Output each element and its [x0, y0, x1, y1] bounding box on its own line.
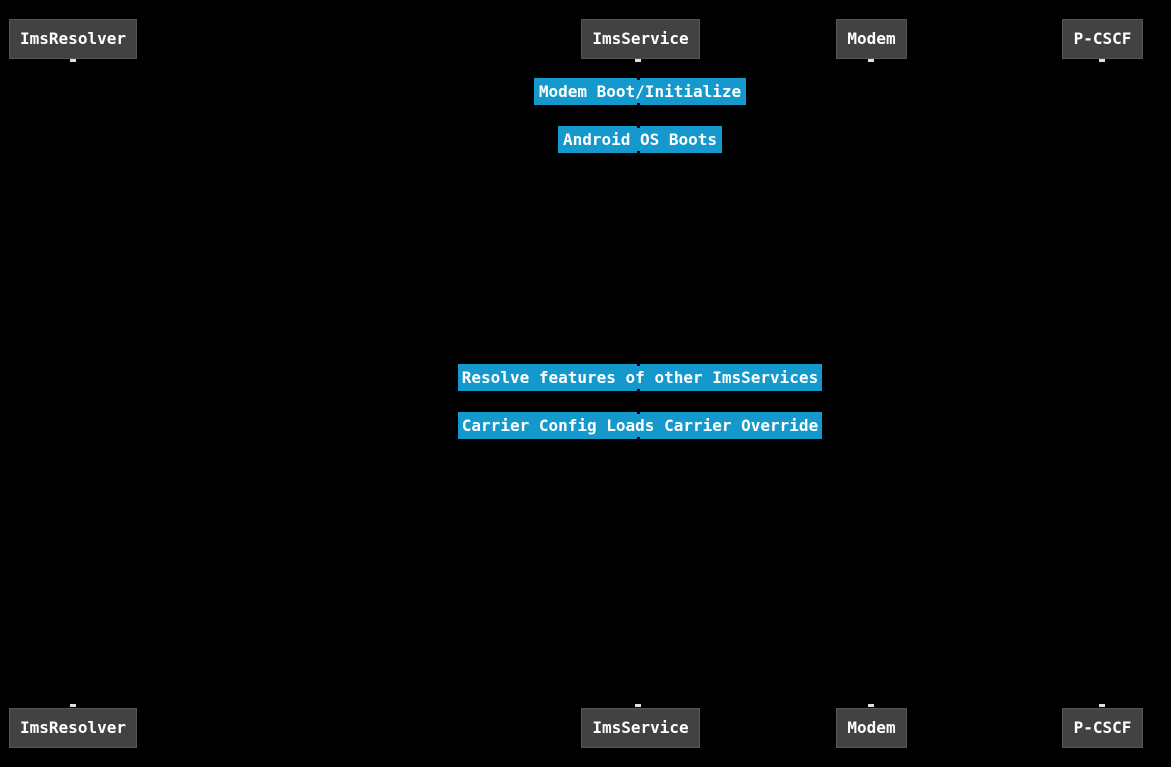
- participant-pcscf-bottom: P-CSCF: [1062, 708, 1143, 748]
- lifeline-stub-modem-bottom: [868, 704, 874, 707]
- lifeline-notch: [637, 437, 640, 439]
- lifeline-stub-imsresolver-top: [70, 59, 76, 62]
- lifeline-stub-pcscf-bottom: [1099, 704, 1105, 707]
- note-carrier-config: Carrier Config Loads Carrier Override: [458, 412, 822, 439]
- lifeline-notch: [637, 126, 640, 128]
- lifeline-notch: [637, 364, 640, 366]
- participant-imsservice-top: ImsService: [581, 19, 700, 59]
- note-android-os-boots: Android OS Boots: [558, 126, 722, 153]
- participant-imsservice-bottom: ImsService: [581, 708, 700, 748]
- lifeline-stub-imsresolver-bottom: [70, 704, 76, 707]
- note-modem-boot-initialize: Modem Boot/Initialize: [534, 78, 746, 105]
- participant-modem-bottom: Modem: [836, 708, 907, 748]
- participant-pcscf-top: P-CSCF: [1062, 19, 1143, 59]
- lifeline-stub-pcscf-top: [1099, 59, 1105, 62]
- note-resolve-features: Resolve features of other ImsServices: [458, 364, 822, 391]
- participant-imsresolver-bottom: ImsResolver: [9, 708, 137, 748]
- lifeline-notch: [637, 151, 640, 153]
- lifeline-stub-modem-top: [868, 59, 874, 62]
- lifeline-notch: [637, 412, 640, 414]
- participant-imsresolver-top: ImsResolver: [9, 19, 137, 59]
- lifeline-stub-imsservice-bottom: [635, 704, 641, 707]
- lifeline-notch: [637, 389, 640, 391]
- lifeline-stub-imsservice-top: [635, 59, 641, 62]
- participant-modem-top: Modem: [836, 19, 907, 59]
- lifeline-notch: [637, 78, 640, 80]
- lifeline-notch: [637, 103, 640, 105]
